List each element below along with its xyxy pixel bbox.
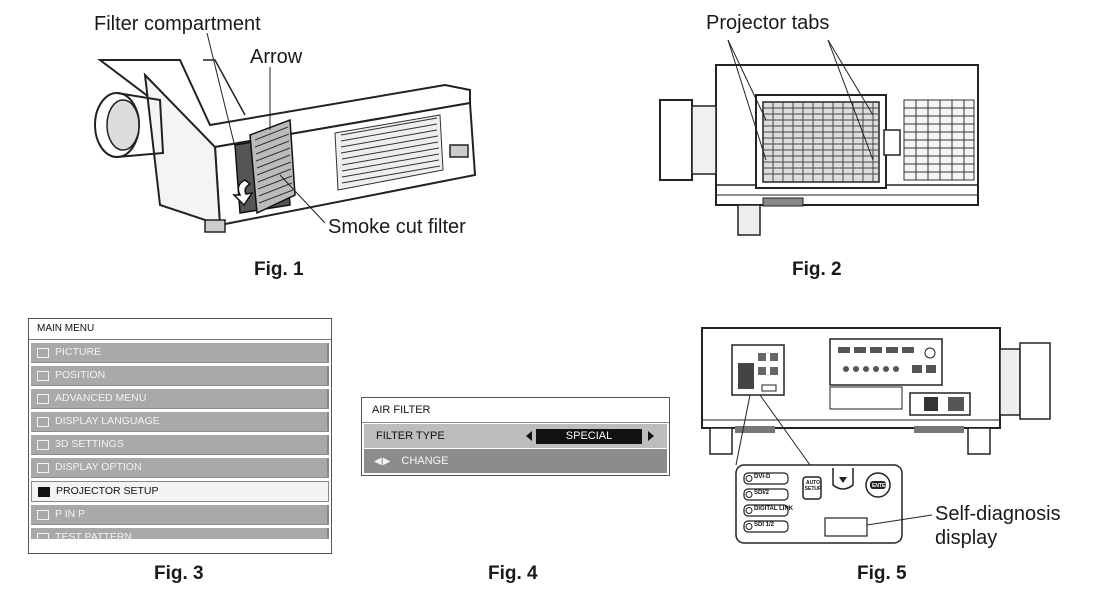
menu-item-icon xyxy=(37,347,49,358)
menu-item-label: DISPLAY OPTION xyxy=(55,461,142,473)
menu-item-icon xyxy=(37,393,49,404)
label-arrow: Arrow xyxy=(250,46,303,68)
menu-item-projector-setup[interactable]: PROJECTOR SETUP xyxy=(31,481,329,502)
menu-item-icon xyxy=(37,370,49,381)
label-smoke-cut-filter: Smoke cut filter xyxy=(328,216,466,238)
menu-item-icon xyxy=(37,462,49,473)
input-button-label: DIGITAL LINK xyxy=(754,506,794,512)
menu-item-label: ADVANCED MENU xyxy=(55,392,147,404)
input-button-label: DVI-D xyxy=(754,474,771,480)
label-filter-compartment: Filter compartment xyxy=(94,13,261,35)
fig2-projector-drawing xyxy=(659,39,979,236)
menu-item-advanced-menu[interactable]: ADVANCED MENU xyxy=(31,389,329,409)
menu-item-position[interactable]: POSITION xyxy=(31,366,329,386)
main-menu: MAIN MENU PICTURE POSITION ADVANCED MENU DI… xyxy=(28,318,332,554)
menu-item-display-option[interactable]: DISPLAY OPTION xyxy=(31,458,329,478)
menu-item-icon xyxy=(38,486,50,497)
arrow-left-icon[interactable] xyxy=(526,431,532,441)
menu-item-label: POSITION xyxy=(55,369,106,381)
air-filter-title: AIR FILTER xyxy=(362,398,669,423)
menu-item-icon xyxy=(37,439,49,450)
caption-fig1: Fig. 1 xyxy=(254,259,304,280)
label-self-diagnosis-line1: Self-diagnosis xyxy=(935,503,1061,525)
menu-item-label: PICTURE xyxy=(55,346,102,358)
menu-item-p-in-p[interactable]: P IN P xyxy=(31,505,329,525)
main-menu-list: PICTURE POSITION ADVANCED MENU DISPLAY LANG… xyxy=(29,343,331,553)
menu-item-picture[interactable]: PICTURE xyxy=(31,343,329,363)
indicator-led-icon xyxy=(745,475,753,482)
caption-fig2: Fig. 2 xyxy=(792,259,842,280)
menu-item-label: P IN P xyxy=(55,508,86,520)
input-button-shape[interactable] xyxy=(743,504,789,517)
input-button-shape[interactable] xyxy=(743,472,789,485)
air-filter-dialog: AIR FILTER FILTER TYPE SPECIAL ◀▶ CHANGE xyxy=(361,397,670,476)
auto-setup-label: AUTO SETUP xyxy=(804,480,822,492)
input-button-label: SDI/2 xyxy=(754,490,770,496)
fig1-projector-drawing xyxy=(94,32,477,233)
filter-type-row[interactable]: FILTER TYPE SPECIAL xyxy=(364,424,667,448)
enter-label: ENTER xyxy=(872,483,889,489)
main-menu-cutoff xyxy=(29,539,331,553)
input-button-label: SDI 1/2 xyxy=(754,522,775,528)
indicator-led-icon xyxy=(745,507,753,514)
menu-item-label: 3D SETTINGS xyxy=(55,438,124,450)
change-label: CHANGE xyxy=(401,455,449,467)
menu-item-icon xyxy=(37,509,49,520)
caption-fig3: Fig. 3 xyxy=(154,563,204,584)
fig5-projector-rear-drawing xyxy=(701,327,1051,544)
menu-item-label: DISPLAY LANGUAGE xyxy=(55,415,160,427)
caption-fig5: Fig. 5 xyxy=(857,563,907,584)
main-menu-title: MAIN MENU xyxy=(29,319,331,340)
input-button-shape[interactable] xyxy=(743,520,789,533)
menu-item-3d-settings[interactable]: 3D SETTINGS xyxy=(31,435,329,455)
indicator-led-icon xyxy=(745,491,753,498)
left-right-arrows-icon: ◀▶ xyxy=(374,455,392,467)
menu-item-icon xyxy=(37,416,49,427)
input-button-shape[interactable] xyxy=(743,488,789,501)
filter-type-label: FILTER TYPE xyxy=(376,430,445,442)
menu-item-label: PROJECTOR SETUP xyxy=(56,485,159,497)
caption-fig4: Fig. 4 xyxy=(488,563,538,584)
menu-item-display-language[interactable]: DISPLAY LANGUAGE xyxy=(31,412,329,432)
indicator-led-icon xyxy=(745,523,753,530)
filter-type-value: SPECIAL xyxy=(536,428,642,444)
label-projector-tabs: Projector tabs xyxy=(706,12,830,34)
label-self-diagnosis-line2: display xyxy=(935,527,998,549)
change-hint: ◀▶ CHANGE xyxy=(364,449,667,473)
arrow-right-icon[interactable] xyxy=(648,431,654,441)
